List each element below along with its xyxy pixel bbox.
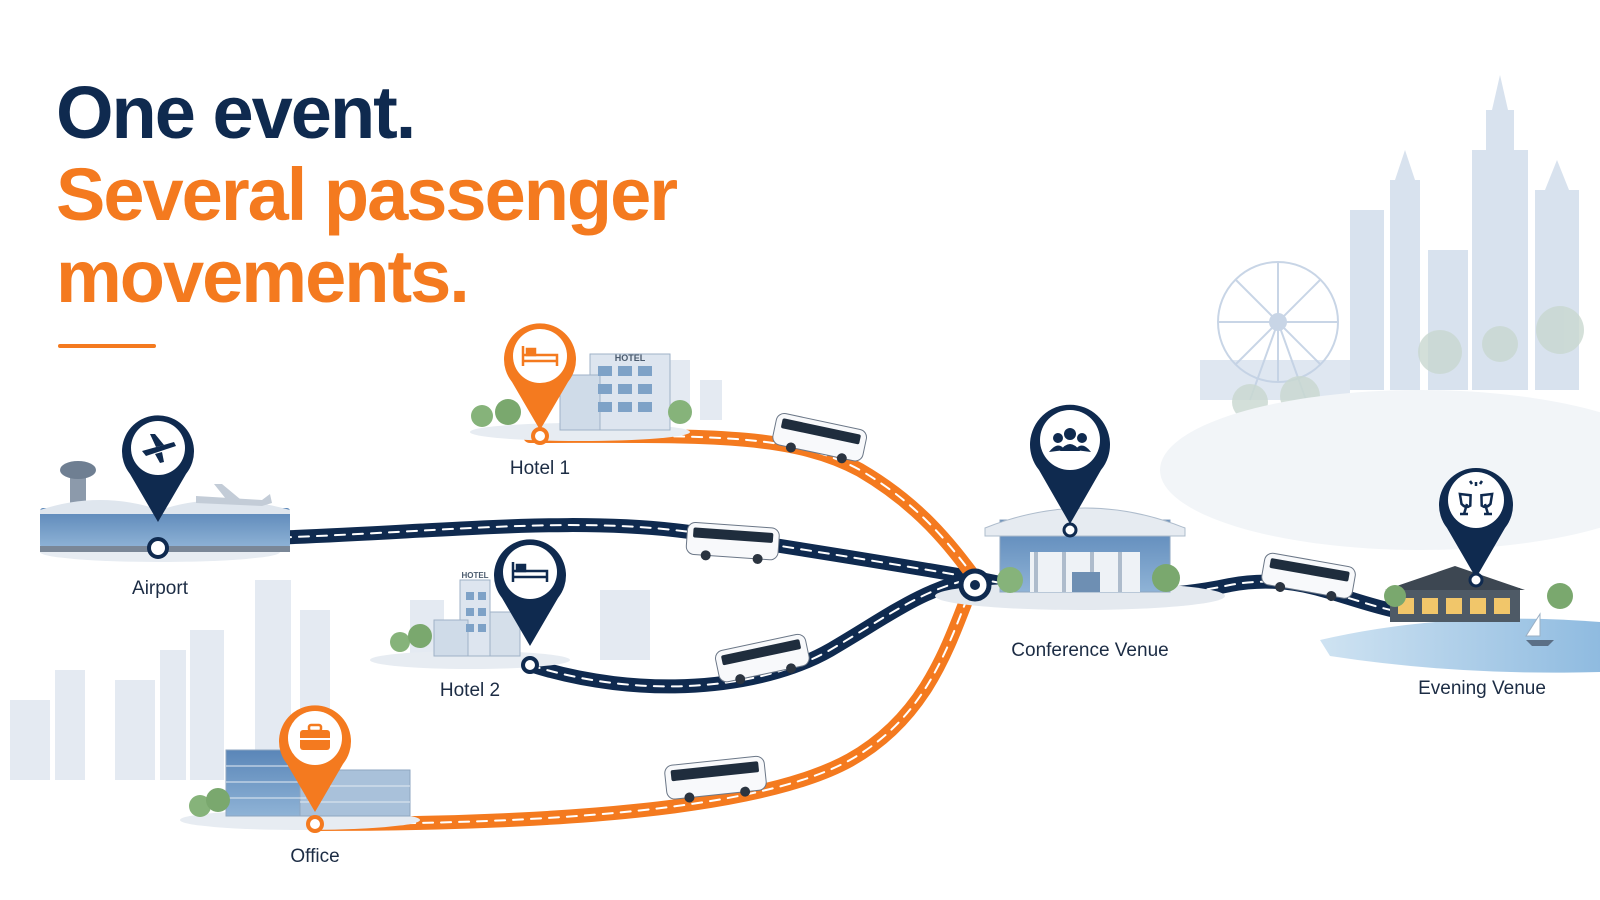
headline-line-2: Several passenger (56, 153, 678, 236)
hotel1-sign: HOTEL (615, 353, 646, 363)
people-group-icon (1049, 428, 1091, 452)
background-ground (1160, 390, 1600, 550)
sailboat (1525, 612, 1554, 646)
route-office-dashes (314, 577, 976, 825)
node-hotel2 (521, 656, 539, 674)
bus-hotel2-route (714, 633, 810, 685)
pin-evening (1439, 468, 1513, 578)
route-nodes (147, 427, 992, 833)
pin-hotel2 (494, 539, 566, 646)
label-airport: Airport (132, 578, 188, 599)
bus-hotel1-route (772, 412, 868, 464)
conference-venue-building (935, 507, 1225, 610)
bed-icon (521, 346, 559, 366)
hotel2-building: HOTEL (370, 571, 570, 669)
label-hotel1: Hotel 1 (509, 458, 571, 479)
bed-icon (511, 562, 549, 582)
node-evening (1468, 572, 1484, 588)
ferris-wheel (1217, 261, 1339, 401)
node-office (306, 815, 324, 833)
label-conference-venue: Conference Venue (1011, 640, 1169, 661)
pin-conference (1030, 404, 1110, 524)
airplane-icon (142, 434, 176, 463)
bus-airport-route (685, 522, 780, 564)
headline-line-1: One event. (56, 71, 416, 154)
label-evening-venue: Evening Venue (1418, 678, 1546, 699)
bus-evening-route (1261, 552, 1356, 602)
headline: One event. Several passenger movements. (56, 71, 678, 318)
pin-hotel1 (504, 323, 576, 430)
briefcase-icon (300, 723, 330, 750)
route-airport-dashes (154, 524, 976, 579)
pin-office (279, 705, 351, 812)
bay-water (1320, 618, 1600, 673)
office-building (180, 749, 420, 830)
label-hotel2: Hotel 2 (439, 680, 501, 701)
champagne-glasses-icon (1458, 480, 1494, 516)
background-skyline-left (10, 360, 722, 780)
headline-underline (58, 344, 156, 348)
headline-line-3: movements. (56, 235, 470, 318)
pin-airport (122, 415, 194, 522)
evening-venue-building (1320, 566, 1600, 673)
background-skyline-right (1200, 75, 1579, 400)
route-hotel2-dashes (529, 577, 976, 688)
node-hotel1 (531, 427, 549, 445)
node-airport (147, 537, 169, 559)
hotel2-sign: HOTEL (461, 571, 488, 580)
hotel1-building: HOTEL (470, 353, 692, 441)
bus-office-route (664, 755, 767, 803)
airplane (196, 484, 272, 506)
label-office: Office (290, 846, 340, 867)
node-conference-top (1062, 522, 1078, 538)
